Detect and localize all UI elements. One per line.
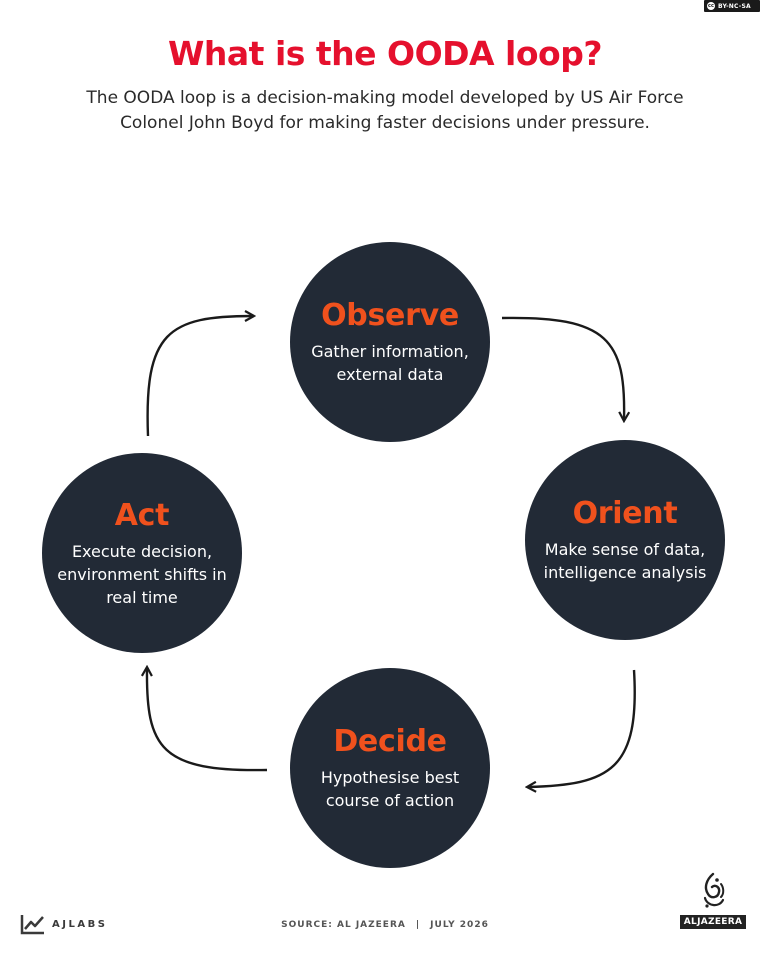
node-desc-line: external data xyxy=(336,365,444,384)
node-decide: Decide Hypothesise best course of action xyxy=(290,668,490,868)
node-description: Hypothesise best course of action xyxy=(313,766,467,812)
ajlabs-logo: AJLABS xyxy=(20,913,107,935)
aljazeera-logo: ALJAZEERA xyxy=(676,872,750,929)
node-title: Observe xyxy=(321,298,459,333)
page-title: What is the OODA loop? xyxy=(168,34,602,73)
arrow-act-to-observe xyxy=(146,316,253,437)
arrow-orient-to-decide xyxy=(528,669,636,787)
node-description: Execute decision, environment shifts in … xyxy=(49,540,235,609)
node-act: Act Execute decision, environment shifts… xyxy=(42,453,242,653)
date-text: JULY 2026 xyxy=(430,920,489,930)
node-desc-line: Hypothesise best xyxy=(320,768,460,787)
node-desc-line: course of action xyxy=(325,791,455,810)
cc-icon: cc xyxy=(707,2,715,10)
node-title: Decide xyxy=(333,724,447,759)
node-observe: Observe Gather information, external dat… xyxy=(290,242,490,442)
node-desc-line: real time xyxy=(106,587,178,607)
node-desc-line: intelligence analysis xyxy=(543,563,707,582)
node-description: Gather information, external data xyxy=(303,340,477,386)
node-desc-line: Gather information, xyxy=(311,342,469,361)
license-badge: cc BY-NC-SA xyxy=(704,0,760,12)
page-subtitle: The OODA loop is a decision-making model… xyxy=(86,88,684,133)
node-description: Make sense of data, intelligence analysi… xyxy=(536,538,715,584)
chart-line-icon xyxy=(20,915,44,935)
node-desc-line: Make sense of data, xyxy=(544,540,706,559)
license-label: BY-NC-SA xyxy=(718,2,751,10)
source-text: SOURCE: AL JAZEERA xyxy=(281,920,406,930)
brand-label: AJLABS xyxy=(52,918,108,930)
separator: | xyxy=(415,920,421,930)
arrow-observe-to-orient xyxy=(501,316,624,420)
source-line: SOURCE: AL JAZEERA | JULY 2026 xyxy=(0,920,770,930)
node-orient: Orient Make sense of data, intelligence … xyxy=(525,440,725,640)
arrow-decide-to-act xyxy=(147,668,268,772)
aljazeera-emblem-icon xyxy=(703,872,725,908)
node-desc-line: environment shifts in xyxy=(57,564,227,584)
publisher-label: ALJAZEERA xyxy=(679,915,747,929)
node-title: Orient xyxy=(572,496,678,531)
node-desc-line: Execute decision, xyxy=(71,541,213,561)
node-title: Act xyxy=(114,497,170,533)
